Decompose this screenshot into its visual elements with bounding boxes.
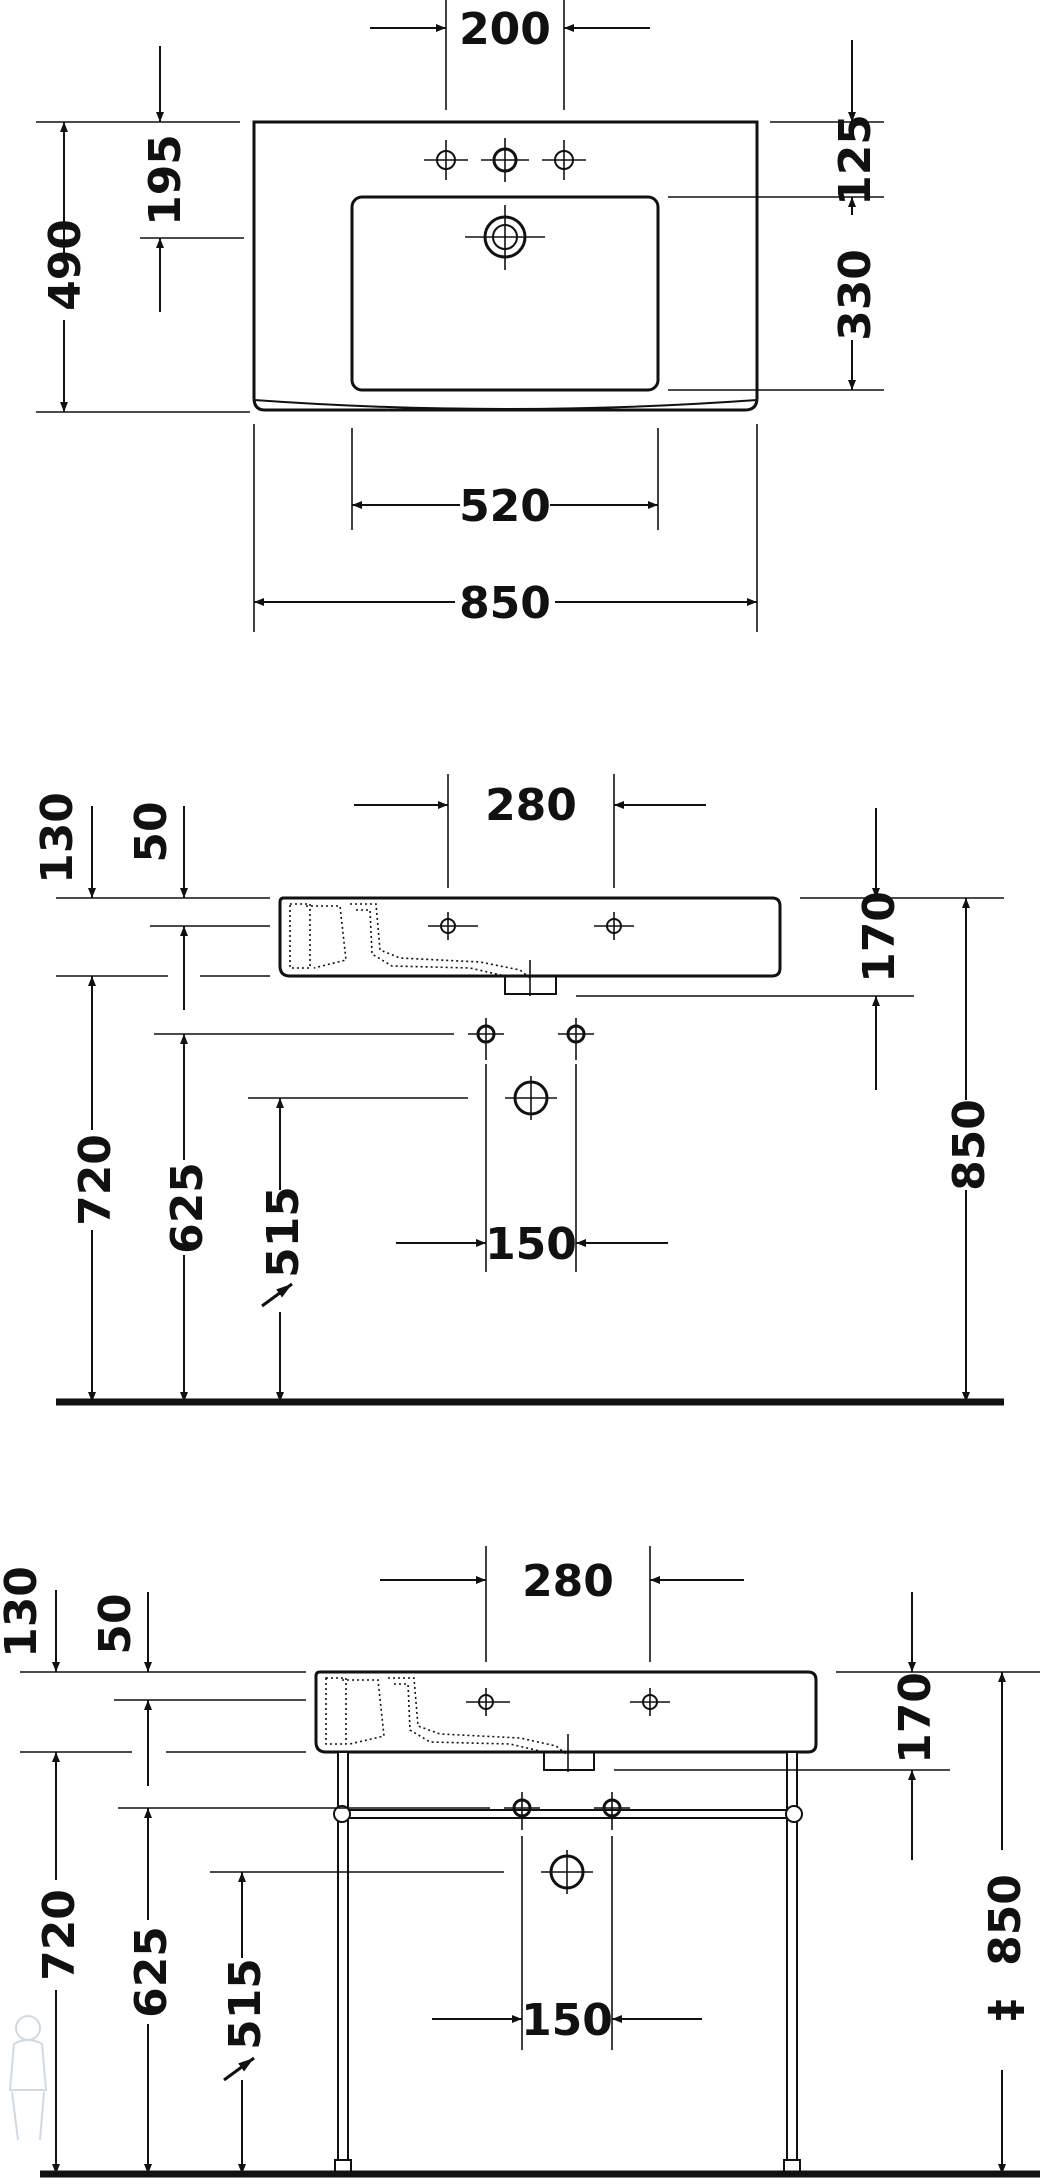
dim-tap-spacing-console: 280 — [522, 1556, 614, 1607]
dim-drain-spacing-console: 150 — [521, 1995, 613, 2046]
console-frame — [333, 1751, 803, 2175]
mascot-watermark — [8, 2015, 48, 2141]
tap-holes-top — [424, 138, 586, 182]
dim-720-side: 720 — [70, 1134, 121, 1226]
dim-130-side: 130 — [32, 792, 83, 884]
tap-holes-console — [466, 1688, 670, 1716]
dim-625-console: 625 — [126, 1926, 177, 2018]
height-tolerance-symbol: ‡ — [980, 1999, 1031, 2021]
dim-50-console: 50 — [90, 1593, 141, 1654]
basin-outline-side — [278, 896, 782, 978]
dim-130-console: 130 — [0, 1566, 47, 1658]
waste-connection-console — [541, 1850, 593, 1894]
dim-515-console: 515 — [220, 1958, 271, 2050]
console-view: 280 130 50 170 850 ‡ 720 625 515 — [0, 1546, 1040, 2178]
dim-bowl-depth: 330 — [830, 249, 881, 341]
dim-tap-spacing-top: 200 — [459, 4, 551, 55]
dim-depth-total: 490 — [40, 219, 91, 311]
supply-connections-side — [468, 1018, 594, 1060]
dim-tap-spacing-side: 280 — [485, 780, 577, 831]
dim-170-console: 170 — [890, 1672, 941, 1764]
overflow-outlet-console — [543, 1752, 595, 1771]
dim-720-console: 720 — [34, 1889, 85, 1981]
dim-tap-to-bowl: 195 — [140, 134, 191, 226]
dim-drain-spacing-side: 150 — [485, 1219, 577, 1270]
dim-total-width: 850 — [459, 578, 551, 629]
basin-outline-console — [314, 1670, 818, 1754]
dim-515-side: 515 — [258, 1186, 309, 1278]
dim-170-side: 170 — [854, 891, 905, 983]
dim-bowl-width: 520 — [459, 481, 551, 532]
top-view: 200 490 195 125 330 520 850 — [36, 0, 884, 632]
side-view: 280 130 50 170 850 720 625 515 — [32, 774, 1004, 1406]
drain-top — [465, 205, 545, 270]
pointer-arrow-side — [261, 1282, 293, 1308]
basin-front-edge — [253, 399, 758, 410]
dim-total-height-console: 850 — [980, 1874, 1031, 1966]
towel-rail — [341, 1809, 795, 1819]
supply-connections-console — [504, 1792, 630, 1830]
tap-holes-side — [428, 912, 634, 940]
bowl-outline — [350, 195, 660, 392]
pointer-arrow-console — [223, 2056, 255, 2082]
dim-625-side: 625 — [162, 1162, 213, 1254]
dim-total-height-side: 850 — [944, 1099, 995, 1191]
waste-connection-side — [505, 1076, 557, 1120]
dim-50-side: 50 — [126, 801, 177, 862]
dim-rim-to-bowl: 125 — [830, 114, 881, 206]
